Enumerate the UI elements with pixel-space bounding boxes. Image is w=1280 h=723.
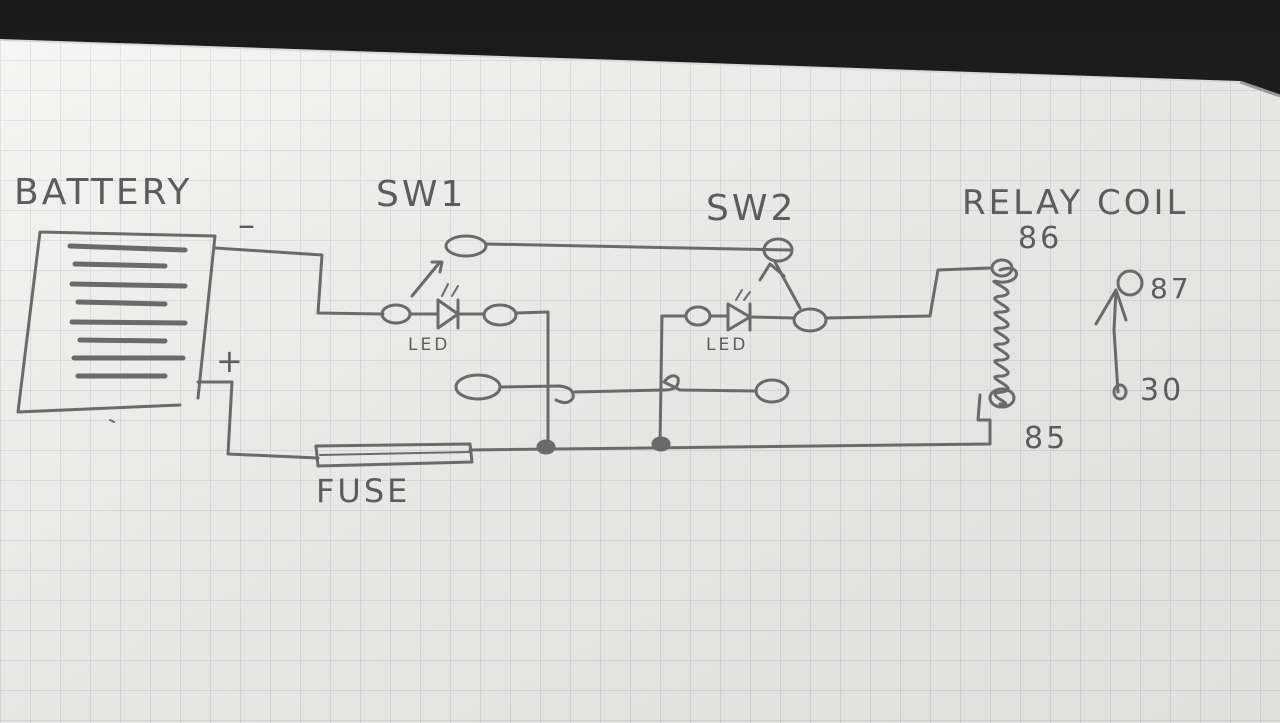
led1-symbol <box>408 283 486 330</box>
sw1-label: SW1 <box>376 174 466 215</box>
positive-wire <box>196 380 320 460</box>
sw2-label: SW2 <box>706 188 796 229</box>
sw1-switch <box>380 234 792 405</box>
negative-wire <box>213 246 385 316</box>
battery-negative-label: – <box>238 205 258 245</box>
pin-85-label: 85 <box>1024 421 1068 456</box>
relay-contact-symbol <box>1094 269 1144 401</box>
led2-label: LED <box>706 335 748 355</box>
pin-30-label: 30 <box>1140 373 1184 408</box>
battery-label: BATTERY <box>14 172 192 213</box>
diagram-labels: BATTERY – + FUSE SW1 SW2 LED LED RELAY C… <box>14 172 1192 510</box>
relay-coil-label: RELAY COIL <box>962 183 1189 223</box>
battery-symbol <box>16 230 217 423</box>
fuse-label: FUSE <box>316 472 410 510</box>
led1-label: LED <box>408 335 450 355</box>
sw2-wiring <box>658 314 688 448</box>
relay-coil-symbol <box>988 258 1018 409</box>
pin-87-label: 87 <box>1150 272 1192 305</box>
pin-86-label: 86 <box>1018 221 1062 256</box>
sw2-switch <box>573 237 992 404</box>
paper-sheet <box>0 39 1280 723</box>
battery-positive-label: + <box>216 342 246 380</box>
led2-symbol <box>708 289 796 332</box>
sw1-wiring <box>514 310 550 450</box>
fuse-symbol <box>314 442 474 468</box>
